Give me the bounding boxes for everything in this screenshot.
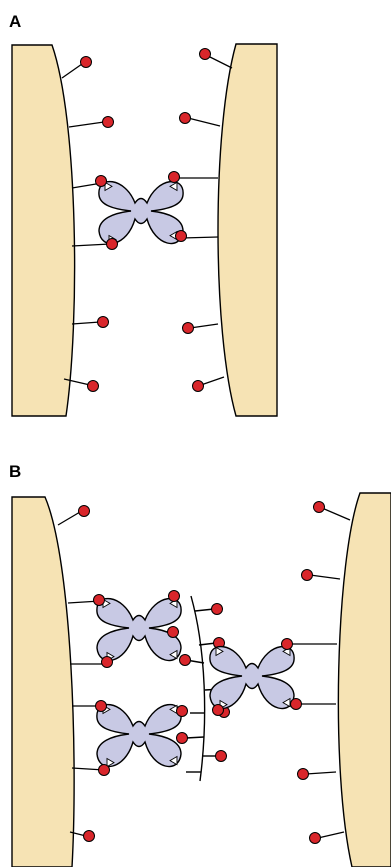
ligand-balls-left-b bbox=[79, 506, 95, 842]
cell-right-a bbox=[218, 44, 277, 416]
lectin-tetramer-b-lower bbox=[97, 705, 181, 767]
ligand-balls-right-a bbox=[180, 49, 211, 392]
cell-right-b bbox=[338, 493, 391, 867]
lectin-tetramer-a bbox=[99, 182, 183, 244]
ligand-balls-right-b bbox=[298, 502, 325, 844]
bound-tethers-right-b bbox=[292, 644, 337, 704]
cell-left-a bbox=[12, 45, 75, 416]
panel-b bbox=[12, 493, 391, 867]
cell-left-b bbox=[12, 497, 74, 867]
lectin-tetramer-b-right bbox=[210, 647, 294, 709]
panel-a bbox=[12, 44, 277, 416]
